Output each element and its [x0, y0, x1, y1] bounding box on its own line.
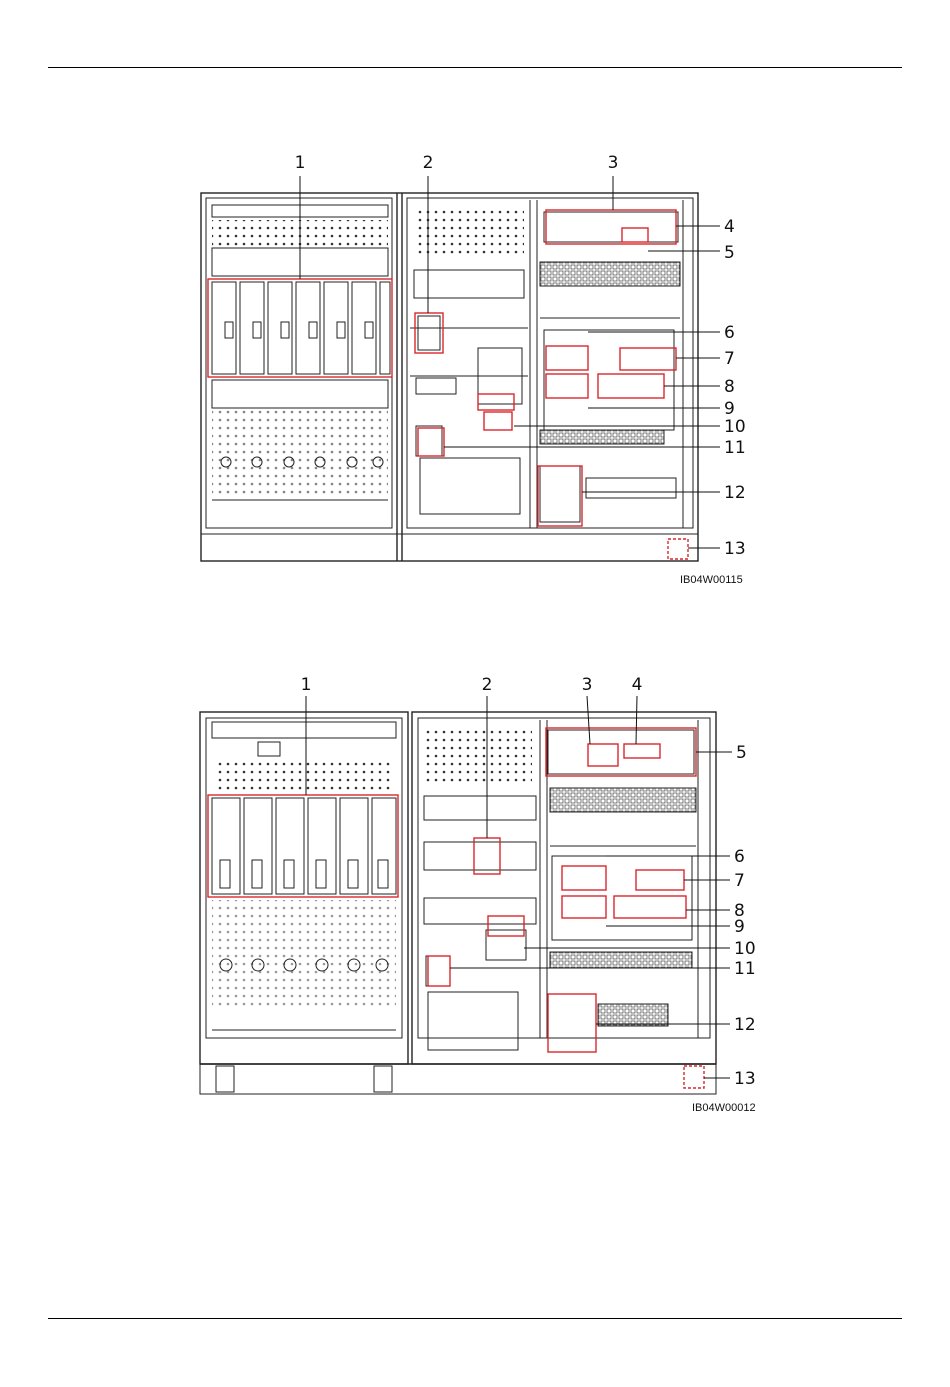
callout: 5 [736, 743, 747, 763]
callout: 6 [724, 323, 735, 343]
callout: 4 [632, 675, 643, 695]
callout: 11 [734, 959, 756, 979]
middle-panel [424, 726, 536, 1050]
figure-code: IB04W00012 [692, 1102, 756, 1114]
callout: 12 [724, 483, 746, 503]
callout: 8 [724, 377, 735, 397]
figure-code: IB04W00115 [680, 574, 743, 586]
callout: 10 [734, 939, 756, 959]
callout: 4 [724, 217, 735, 237]
input-breakers [212, 798, 396, 894]
callout: 3 [582, 675, 593, 695]
callout: 13 [724, 539, 746, 559]
callout: 11 [724, 438, 746, 458]
callout: 1 [295, 153, 306, 173]
right-panel [548, 730, 696, 1026]
callout: 2 [423, 153, 434, 173]
callout: 7 [724, 349, 735, 369]
right-panel [540, 212, 680, 522]
callout: 3 [608, 153, 619, 173]
callout: 9 [734, 917, 745, 937]
busbar-section [212, 380, 388, 500]
callout: 2 [482, 675, 493, 695]
callout: 7 [734, 871, 745, 891]
callout: 6 [734, 847, 745, 867]
callout: 1 [301, 675, 312, 695]
callout: 13 [734, 1069, 756, 1089]
callout: 9 [724, 399, 735, 419]
figure-2 [200, 696, 732, 1094]
callout: 12 [734, 1015, 756, 1035]
top-terminals [212, 722, 396, 792]
callout: 5 [724, 243, 735, 263]
figure-1 [201, 176, 720, 561]
callout: 10 [724, 417, 746, 437]
busbar-section [212, 900, 396, 1030]
input-breakers [212, 282, 390, 374]
